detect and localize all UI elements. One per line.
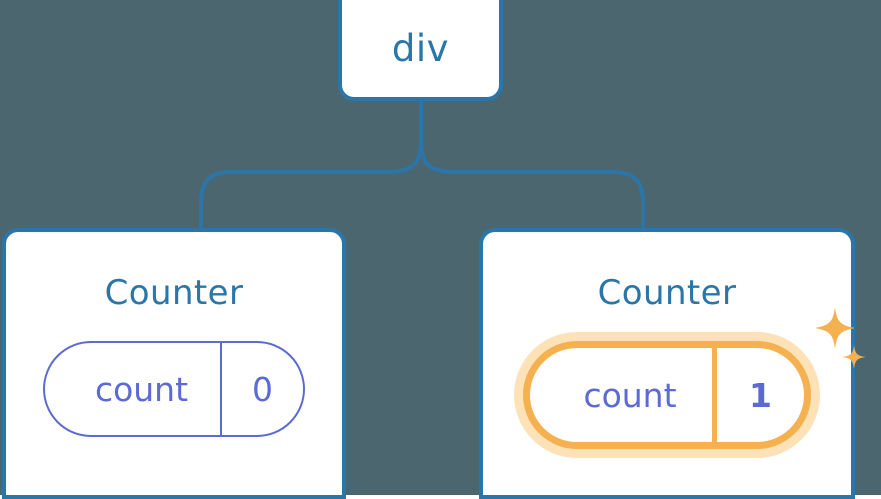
state-pill-left-wrap: count 0: [43, 341, 305, 437]
state-pill-right-key: count: [583, 375, 677, 415]
state-pill-right-value: 1: [712, 348, 804, 442]
node-counter-right[interactable]: Counter count 1: [479, 228, 866, 499]
node-root-div[interactable]: div: [338, 0, 503, 101]
state-pill-left[interactable]: count 0: [43, 341, 305, 437]
state-pill-left-value: 0: [220, 343, 303, 435]
state-pill-right-wrap: count 1: [523, 307, 866, 449]
node-counter-left[interactable]: Counter count 0: [2, 228, 346, 499]
state-pill-left-key: count: [94, 369, 189, 409]
sparkle-icon: [815, 307, 855, 349]
node-counter-right-label: Counter: [597, 273, 737, 313]
state-pill-right[interactable]: count 1: [523, 341, 811, 449]
node-root-label: div: [391, 27, 450, 70]
node-counter-left-label: Counter: [104, 273, 244, 313]
